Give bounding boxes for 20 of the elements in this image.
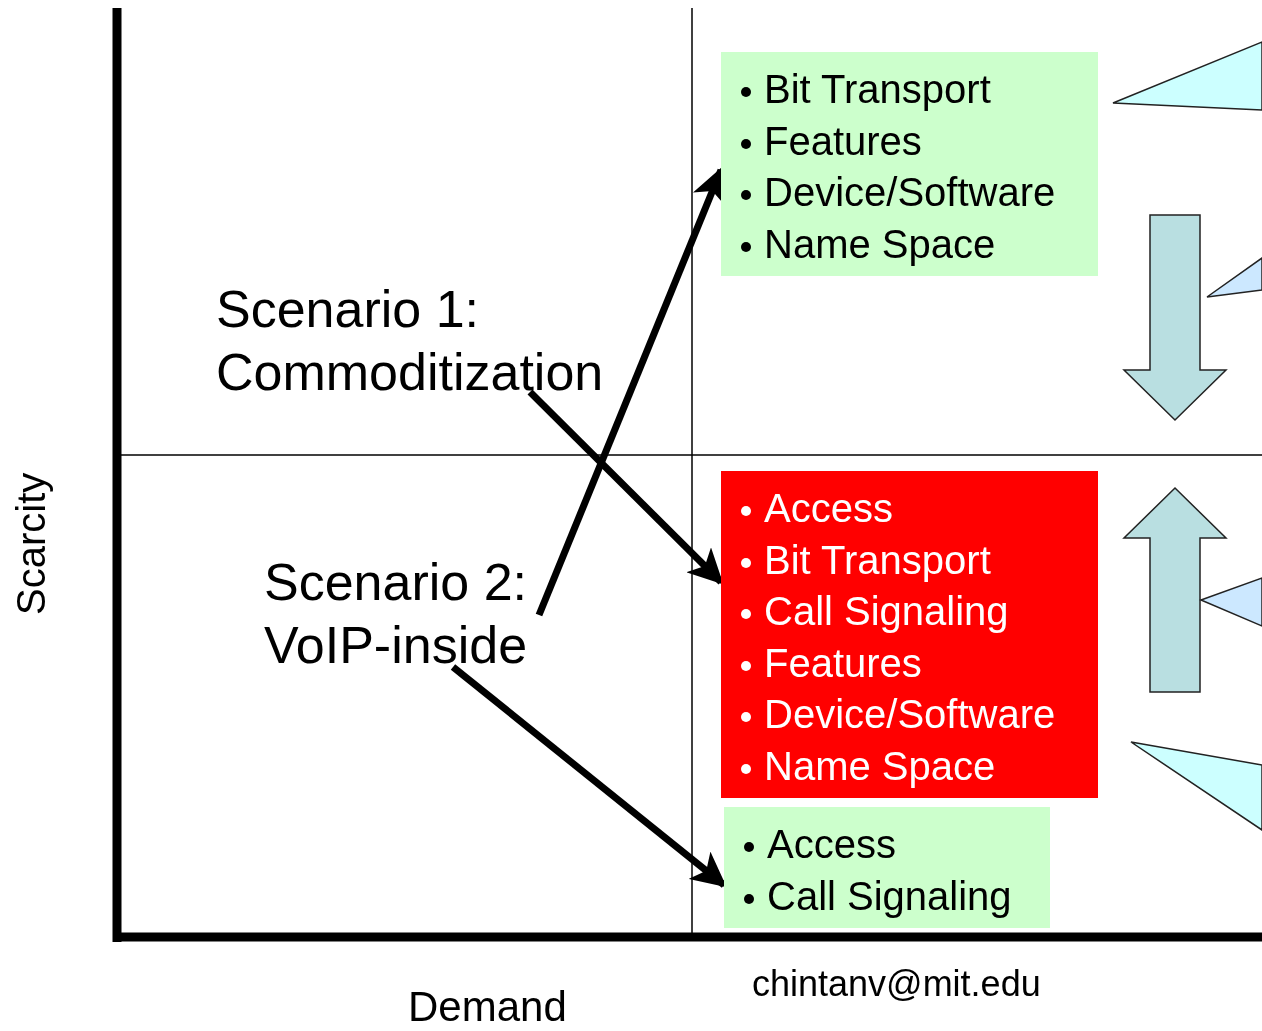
- axis-label: Demand: [408, 983, 567, 1031]
- bullet-item: Access: [767, 822, 896, 866]
- bullet-list-box: [724, 807, 1050, 928]
- bullet-item: Features: [764, 640, 922, 685]
- bullet-list-box: [721, 471, 1098, 798]
- bullet-item: Call Signaling: [764, 589, 1009, 633]
- bullet-item: Features: [764, 118, 922, 163]
- bullet-item: Access: [764, 486, 893, 530]
- bullet-item: Bit Transport: [764, 537, 991, 582]
- bullet-item: Device/Software: [764, 170, 1056, 214]
- bullet-list-box: [721, 52, 1098, 276]
- bullet-item: Bit Transport: [764, 67, 991, 111]
- scenario-label: Scenario 1: Commoditization: [216, 278, 616, 396]
- bullet-item: Call Signaling: [767, 873, 1012, 918]
- axis-label: Scarcity: [8, 472, 54, 615]
- footer-note: chintanv@mit.edu: [752, 963, 1041, 1005]
- scenario-label: Scenario 2: VoIP-inside: [264, 551, 539, 671]
- bullet-item: Device/Software: [764, 692, 1056, 736]
- bullet-item: Name Space: [764, 743, 996, 788]
- bullet-item: Name Space: [764, 221, 996, 266]
